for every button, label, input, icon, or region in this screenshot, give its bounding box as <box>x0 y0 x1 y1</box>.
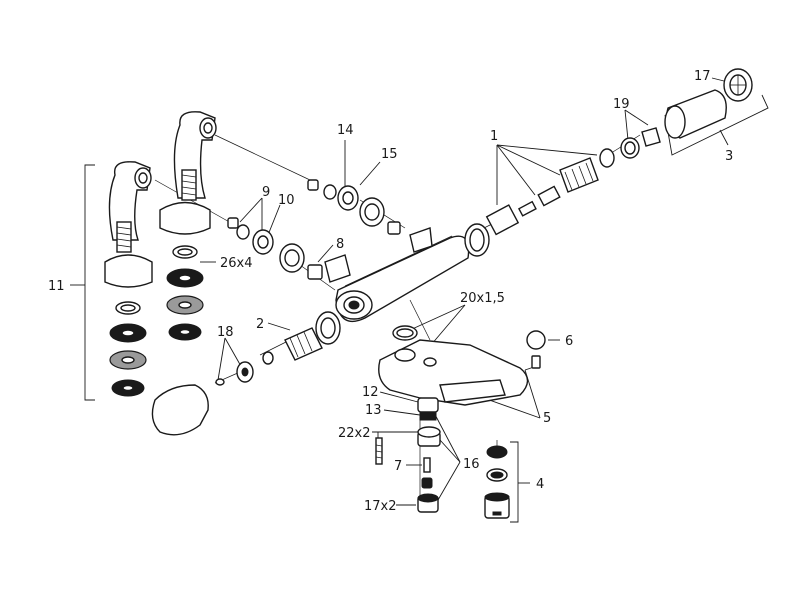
label-9: 9 <box>262 185 270 200</box>
label-6: 6 <box>565 334 573 349</box>
label-3: 3 <box>725 149 733 164</box>
check-valve-parts-left <box>227 217 323 280</box>
label-12: 12 <box>362 385 379 400</box>
diverter-parts <box>375 397 441 513</box>
check-valve-parts <box>307 179 401 235</box>
label-11: 11 <box>48 279 65 294</box>
temperature-handle <box>664 68 753 139</box>
flow-handle <box>151 378 225 436</box>
s-union-right <box>159 111 217 341</box>
label-19: 19 <box>613 97 630 112</box>
label-5: 5 <box>543 411 551 426</box>
part-labels: 1 2 3 4 5 6 7 8 9 10 11 12 13 14 15 16 1… <box>48 69 733 514</box>
label-17x2: 17x2 <box>364 499 397 514</box>
label-7: 7 <box>394 459 402 474</box>
label-10: 10 <box>278 193 295 208</box>
label-8: 8 <box>336 237 344 252</box>
spout-block <box>378 339 529 406</box>
seal-ring-20 <box>392 325 418 341</box>
label-18: 18 <box>217 325 234 340</box>
s-union-left <box>104 161 153 397</box>
label-15: 15 <box>381 147 398 162</box>
label-17-top: 17 <box>694 69 711 84</box>
thermostatic-cartridge <box>464 148 615 257</box>
label-14: 14 <box>337 123 354 138</box>
label-26x4: 26x4 <box>220 256 253 271</box>
mixer-body <box>324 227 470 323</box>
stop-ring-19 <box>620 127 661 159</box>
label-16: 16 <box>463 457 480 472</box>
label-20x1-5: 20x1,5 <box>460 291 505 306</box>
flow-cartridge <box>236 311 341 383</box>
label-1: 1 <box>490 129 498 144</box>
label-4: 4 <box>536 477 544 492</box>
indicator-ball <box>526 330 546 369</box>
label-22x2: 22x2 <box>338 426 371 441</box>
label-2: 2 <box>256 317 264 332</box>
label-13: 13 <box>365 403 382 418</box>
aerator <box>484 445 510 519</box>
